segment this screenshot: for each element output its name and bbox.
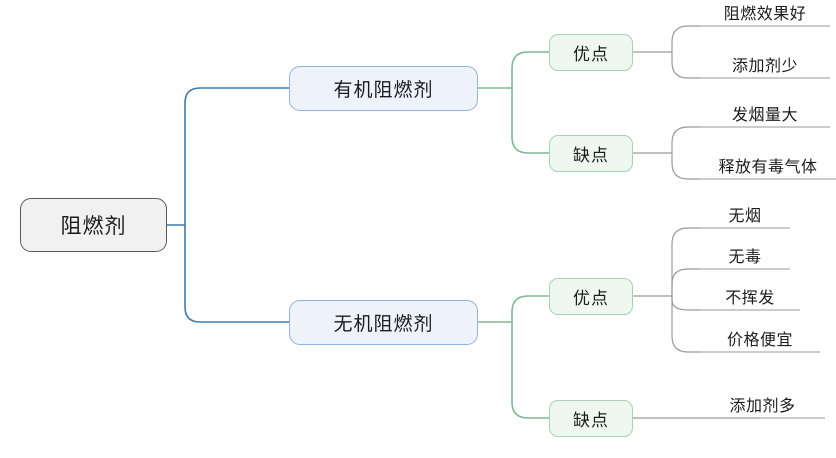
- connector-organic-to-cons: [511, 88, 549, 154]
- leaf-many-additives[interactable]: 添加剂多: [700, 394, 825, 418]
- connector-leaf-nontoxic: [671, 268, 700, 296]
- leaf-nonvolatile[interactable]: 不挥发: [700, 286, 800, 310]
- connector-inorganic-to-cons: [511, 322, 549, 419]
- node-branch-organic[interactable]: 有机阻燃剂: [289, 66, 478, 111]
- node-organic-pros[interactable]: 优点: [549, 34, 633, 71]
- connector-leaf-high-smoke: [671, 126, 700, 153]
- node-branch-inorganic-label: 无机阻燃剂: [333, 314, 434, 335]
- node-inorganic-pros-label: 优点: [573, 289, 609, 308]
- connector-leaf-few-additives: [671, 52, 700, 79]
- node-inorganic-cons-label: 缺点: [573, 411, 609, 430]
- connector-inorganic-pros-leaves: [633, 227, 700, 353]
- connector-inorganic-to-pros: [511, 295, 549, 322]
- node-branch-organic-label: 有机阻燃剂: [333, 80, 434, 101]
- node-organic-cons[interactable]: 缺点: [549, 135, 633, 172]
- connector-leaf-smokeless: [671, 227, 700, 296]
- connector-leaf-cheap: [671, 296, 700, 353]
- leaf-high-smoke[interactable]: 发烟量大: [700, 103, 830, 127]
- leaf-smokeless-label: 无烟: [728, 208, 762, 225]
- connector-leaf-toxic-gas: [671, 153, 700, 180]
- connector-root-to-organic: [184, 87, 289, 225]
- leaf-many-additives-label: 添加剂多: [729, 398, 796, 415]
- node-inorganic-cons[interactable]: 缺点: [549, 400, 633, 437]
- leaf-smokeless[interactable]: 无烟: [700, 204, 790, 228]
- connector-organic-pros-leaves: [633, 25, 700, 79]
- leaf-toxic-gas-label: 释放有毒气体: [718, 159, 818, 176]
- leaf-cheap-label: 价格便宜: [726, 332, 793, 349]
- node-root-label: 阻燃剂: [60, 215, 127, 238]
- connector-leaf-nonvolatile: [671, 296, 700, 311]
- connector-organic-to-pros: [511, 51, 549, 88]
- node-root[interactable]: 阻燃剂: [20, 198, 167, 252]
- connector-inorganic-to-groups: [478, 295, 549, 419]
- leaf-nonvolatile-label: 不挥发: [725, 290, 775, 307]
- leaf-few-additives-label: 添加剂少: [731, 58, 798, 75]
- node-inorganic-pros[interactable]: 优点: [549, 278, 633, 315]
- leaf-nontoxic-label: 无毒: [728, 249, 762, 266]
- connector-leaf-flame-effect: [671, 25, 700, 52]
- connector-organic-cons-leaves: [633, 126, 700, 180]
- leaf-nontoxic[interactable]: 无毒: [700, 245, 790, 269]
- node-organic-pros-label: 优点: [573, 45, 609, 64]
- leaf-flame-effect[interactable]: 阻燃效果好: [700, 2, 830, 26]
- leaf-few-additives[interactable]: 添加剂少: [700, 54, 830, 78]
- node-branch-inorganic[interactable]: 无机阻燃剂: [289, 300, 478, 345]
- connector-root-to-inorganic: [184, 225, 289, 323]
- node-organic-cons-label: 缺点: [573, 146, 609, 165]
- leaf-flame-effect-label: 阻燃效果好: [723, 6, 807, 23]
- leaf-toxic-gas[interactable]: 释放有毒气体: [700, 155, 836, 179]
- connector-root-to-branches: [167, 87, 289, 323]
- connector-organic-to-groups: [478, 51, 549, 154]
- leaf-cheap[interactable]: 价格便宜: [700, 328, 820, 352]
- leaf-high-smoke-label: 发烟量大: [731, 107, 798, 124]
